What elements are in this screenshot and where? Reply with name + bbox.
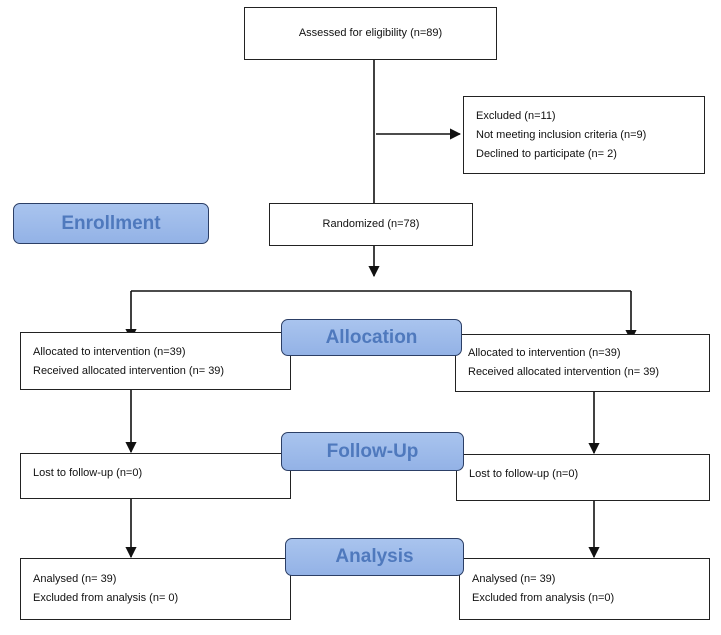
enrollment-text: Enrollment: [61, 212, 161, 234]
left-followup-box: Lost to follow-up (n=0): [20, 453, 291, 499]
excluded-box: Excluded (n=11) Not meeting inclusion cr…: [463, 96, 705, 174]
analysis-text: Analysis: [335, 546, 414, 567]
right-analysis-line-2: Excluded from analysis (n=0): [472, 592, 615, 604]
right-followup-line-1: Lost to follow-up (n=0): [469, 468, 579, 480]
followup-text: Follow-Up: [326, 440, 419, 462]
excluded-line-3: Declined to participate (n= 2): [476, 148, 617, 160]
left-allocation-line-1: Allocated to intervention (n=39): [33, 346, 186, 358]
excluded-line-1: Excluded (n=11): [476, 110, 556, 122]
followup-label: Follow-Up: [281, 432, 464, 471]
enrollment-label: Enrollment: [13, 203, 209, 244]
right-allocation-box: Allocated to intervention (n=39) Receive…: [455, 334, 710, 392]
left-analysis-box: Analysed (n= 39) Excluded from analysis …: [20, 558, 291, 620]
analysis-label: Analysis: [285, 538, 464, 576]
assessed-text: Assessed for eligibility (n=89): [298, 27, 443, 39]
left-analysis-line-1: Analysed (n= 39): [33, 573, 117, 585]
excluded-line-2: Not meeting inclusion criteria (n=9): [476, 129, 647, 141]
allocation-label: Allocation: [281, 319, 462, 356]
randomized-box: Randomized (n=78): [269, 203, 473, 246]
right-allocation-line-2: Received allocated intervention (n= 39): [468, 366, 660, 378]
assessed-box: Assessed for eligibility (n=89): [244, 7, 497, 60]
randomized-text: Randomized (n=78): [322, 218, 420, 230]
right-analysis-line-1: Analysed (n= 39): [472, 573, 556, 585]
right-analysis-box: Analysed (n= 39) Excluded from analysis …: [459, 558, 710, 620]
left-followup-line-1: Lost to follow-up (n=0): [33, 467, 143, 479]
left-allocation-line-2: Received allocated intervention (n= 39): [33, 365, 225, 377]
right-allocation-line-1: Allocated to intervention (n=39): [468, 347, 621, 359]
allocation-text: Allocation: [325, 326, 418, 348]
right-followup-box: Lost to follow-up (n=0): [456, 454, 710, 501]
left-analysis-line-2: Excluded from analysis (n= 0): [33, 592, 179, 604]
left-allocation-box: Allocated to intervention (n=39) Receive…: [20, 332, 291, 390]
